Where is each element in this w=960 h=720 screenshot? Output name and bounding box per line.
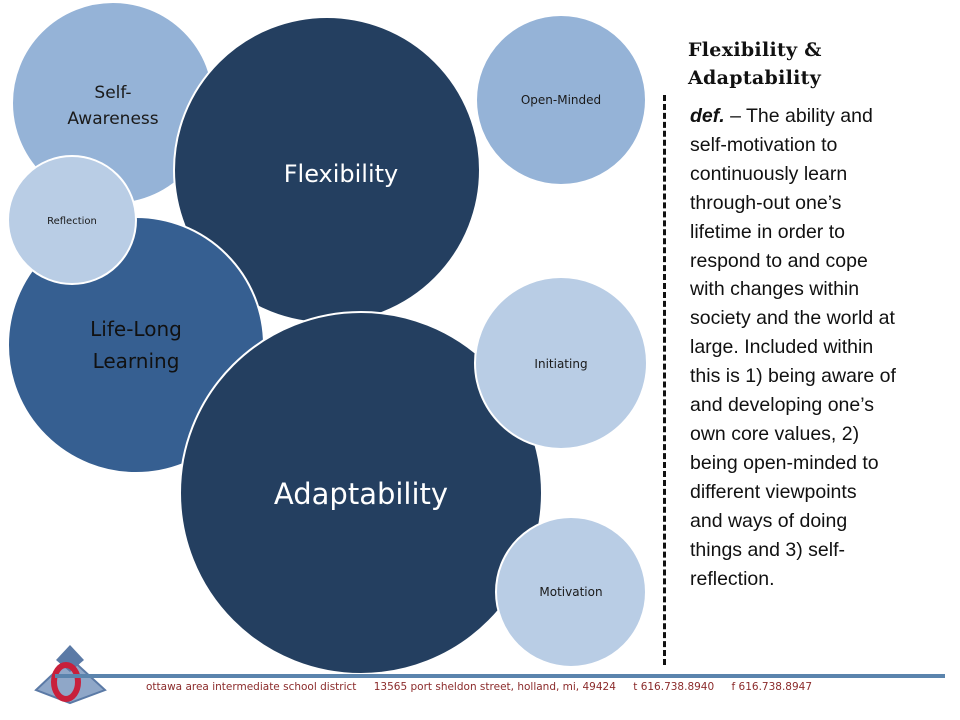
dashed-divider [663, 95, 666, 665]
circle-motivation: Motivation [495, 516, 647, 668]
definition-line: this is 1) being aware of [690, 365, 896, 388]
circle-flexibility: Flexibility [173, 16, 481, 324]
title-line-2: Adaptability [688, 67, 822, 89]
footer: ottawa area intermediate school district… [146, 681, 826, 693]
definition-label: def. [690, 105, 725, 127]
circle-initiating: Initiating [474, 276, 648, 450]
definition-line: with changes within [690, 278, 860, 301]
label-reflection: Reflection [47, 216, 97, 227]
definition-line: self-motivation to [690, 133, 838, 156]
circle-self-awareness: Self- Awareness [11, 1, 215, 205]
definition-line: different viewpoints [690, 480, 857, 503]
title-line-1: Flexibility & [688, 39, 822, 61]
circle-open-minded: Open-Minded [475, 14, 647, 186]
label-adaptability: Adaptability [274, 477, 448, 511]
definition-line: large. Included within [690, 336, 874, 359]
definition-line-text: – The ability and [724, 105, 873, 127]
label-motivation: Motivation [539, 585, 602, 599]
sidebar-title: Flexibility & Adaptability [688, 36, 822, 92]
label-life-long-2: Learning [93, 349, 180, 373]
definition-line: respond to and cope [690, 249, 868, 272]
footer-org: ottawa area intermediate school district [146, 681, 357, 693]
definition-line: reflection. [690, 567, 775, 590]
definition-line: lifetime in order to [690, 220, 845, 243]
district-logo-icon [34, 645, 107, 705]
label-flexibility: Flexibility [284, 160, 399, 188]
footer-fax: f 616.738.8947 [731, 681, 813, 693]
footer-phone: t 616.738.8940 [633, 681, 715, 693]
definition-line: continuously learn [690, 162, 848, 185]
footer-bar [55, 674, 945, 678]
definition-line: and ways of doing [690, 509, 848, 532]
footer-address: 13565 port sheldon street, holland, mi, … [373, 681, 616, 693]
definition-line: and developing one’s [690, 394, 874, 417]
definition-line: society and the world at [690, 307, 895, 330]
definition-line: things and 3) self- [690, 538, 846, 561]
circle-adaptability: Adaptability [179, 311, 543, 675]
label-open-minded: Open-Minded [521, 93, 601, 107]
definition-line: def. – The ability and [690, 102, 955, 131]
circle-reflection: Reflection [7, 155, 137, 285]
label-self-awareness-2: Awareness [67, 109, 158, 129]
definition-line: through-out one’s [690, 191, 842, 214]
label-self-awareness-1: Self- [94, 83, 131, 103]
label-life-long-1: Life-Long [90, 317, 182, 341]
definition-line: own core values, 2) [690, 422, 860, 445]
definition-line: being open-minded to [690, 451, 879, 474]
label-initiating: Initiating [534, 357, 587, 371]
